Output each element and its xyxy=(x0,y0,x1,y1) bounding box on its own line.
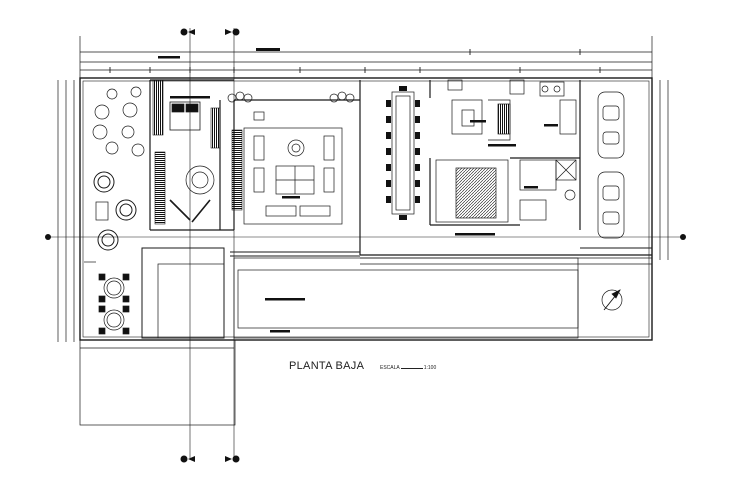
car-2 xyxy=(597,171,625,239)
dimension-ticks-top xyxy=(109,49,601,73)
dining-chairs xyxy=(386,86,420,220)
patio-table-1 xyxy=(98,273,130,303)
spiral-stair xyxy=(185,165,215,195)
dimension-lines-right xyxy=(659,80,669,260)
kitchen-island xyxy=(451,99,483,135)
grid-axes xyxy=(50,28,684,458)
scale-text: ESCALA xyxy=(380,365,400,371)
round-sofas xyxy=(93,171,137,251)
pool xyxy=(141,247,225,339)
interior-walls xyxy=(149,79,652,256)
label-tags xyxy=(158,48,558,333)
lounge-chairs xyxy=(92,86,145,157)
scale-value: 1:100 xyxy=(423,365,437,371)
living-room xyxy=(243,127,343,225)
outer-wall xyxy=(79,77,653,341)
terrace-extension xyxy=(79,339,236,426)
utility-room xyxy=(435,159,509,223)
dimension-lines-top xyxy=(79,36,653,80)
round-table xyxy=(287,139,305,157)
car-1 xyxy=(597,91,625,159)
patio-table-2 xyxy=(98,305,130,335)
bed xyxy=(169,101,201,131)
stairs xyxy=(154,151,166,225)
plan-title: PLANTA BAJA xyxy=(289,360,365,372)
axis-markers xyxy=(45,28,686,463)
north-arrow-icon xyxy=(601,289,623,311)
dining-table xyxy=(391,91,415,215)
dimension-lines-bottom xyxy=(80,257,652,349)
plants xyxy=(227,91,355,103)
facade-openings xyxy=(230,247,652,257)
scale-label: ESCALA 1:100 xyxy=(380,365,436,371)
outer-wall-inner xyxy=(82,80,650,338)
dimension-lines-left xyxy=(57,80,75,342)
